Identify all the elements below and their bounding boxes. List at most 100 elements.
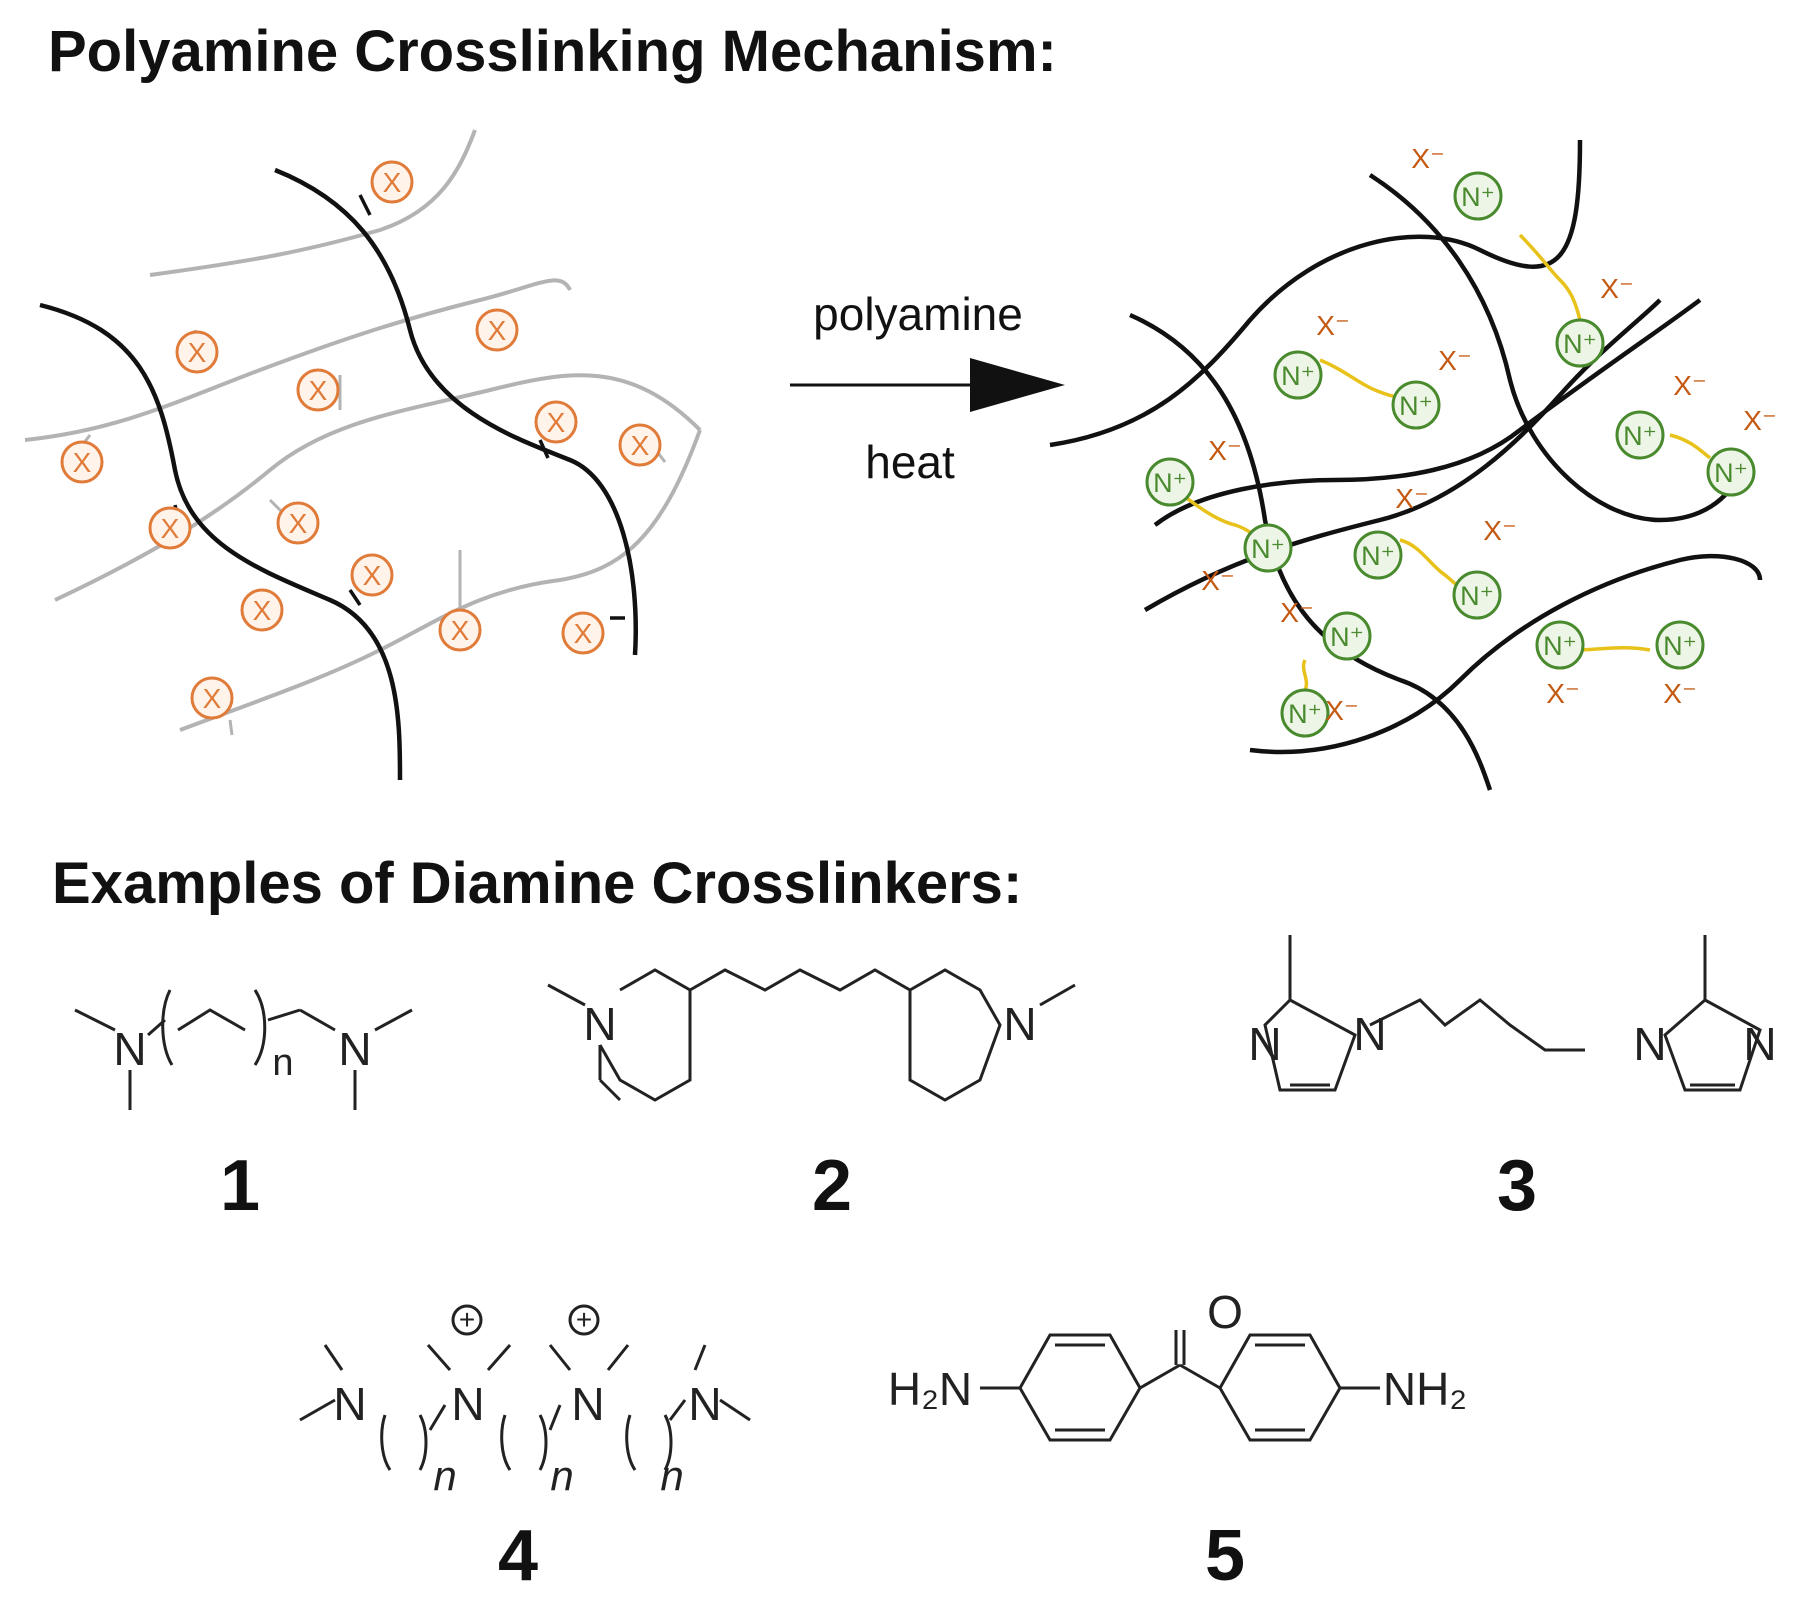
svg-text:N⁺: N⁺ xyxy=(1714,458,1748,488)
leaving-group-14: X xyxy=(190,676,234,720)
compound-2-n-right: N xyxy=(1003,998,1036,1050)
compound-5-label: 5 xyxy=(1205,1516,1245,1596)
svg-text:X: X xyxy=(547,407,566,438)
anion-2: X⁻ xyxy=(1600,273,1633,304)
svg-text:X: X xyxy=(289,508,308,539)
left-network: X X X X X X X X X X X X X X xyxy=(24,129,702,781)
compound-1-n-left: N xyxy=(113,1023,146,1075)
arrow-head xyxy=(970,358,1065,412)
compound-3-n1: N xyxy=(1248,1018,1281,1070)
ammonium-14: N⁺ xyxy=(1280,688,1330,738)
leaving-group-13: X xyxy=(561,611,605,655)
anion-9: X⁻ xyxy=(1483,515,1516,546)
compound-2-n-left: N xyxy=(583,998,616,1050)
anion-14: X⁻ xyxy=(1325,695,1358,726)
anion-13: X⁻ xyxy=(1663,678,1696,709)
anion-6: X⁻ xyxy=(1673,370,1706,401)
ammonium-11: N⁺ xyxy=(1322,611,1372,661)
leaving-group-12: X xyxy=(438,608,482,652)
svg-text:N⁺: N⁺ xyxy=(1543,631,1577,661)
anion-4: X⁻ xyxy=(1438,345,1471,376)
ammonium-groups: N⁺ N⁺ N⁺ N⁺ N⁺ N⁺ N⁺ N⁺ N⁺ N⁺ N⁺ N⁺ N⁺ N⁺ xyxy=(1145,171,1756,738)
anion-1: X⁻ xyxy=(1411,143,1444,174)
leaving-group-5: X xyxy=(60,440,104,484)
compound-5-amine-right: NH₂ xyxy=(1383,1363,1467,1415)
compound-4-n-a: n xyxy=(433,1452,456,1499)
leaving-group-6: X xyxy=(534,400,578,444)
compound-4-n2: N xyxy=(451,1378,484,1430)
svg-text:N⁺: N⁺ xyxy=(1461,182,1495,212)
svg-text:N⁺: N⁺ xyxy=(1251,534,1285,564)
svg-text:N⁺: N⁺ xyxy=(1399,391,1433,421)
compound-4-n3: N xyxy=(571,1378,604,1430)
svg-text:X: X xyxy=(253,595,272,626)
compound-1-repeat-n: n xyxy=(272,1042,293,1084)
leaving-group-1: X xyxy=(370,160,414,204)
anion-11: X⁻ xyxy=(1280,597,1313,628)
compound-5: O H₂N NH₂ xyxy=(888,1286,1467,1442)
anion-12: X⁻ xyxy=(1546,678,1579,709)
compound-1-n-right: N xyxy=(338,1023,371,1075)
ammonium-8: N⁺ xyxy=(1243,523,1293,573)
svg-text:X: X xyxy=(488,315,507,346)
ammonium-6: N⁺ xyxy=(1706,447,1756,497)
svg-text:N⁺: N⁺ xyxy=(1563,329,1597,359)
compound-4-charge-2: + xyxy=(576,1304,592,1335)
ammonium-7: N⁺ xyxy=(1145,457,1195,507)
leaving-group-11: X xyxy=(240,588,284,632)
svg-text:X: X xyxy=(161,513,180,544)
svg-text:X: X xyxy=(73,447,92,478)
svg-text:N⁺: N⁺ xyxy=(1623,421,1657,451)
ammonium-13: N⁺ xyxy=(1655,620,1705,670)
compound-1: N N n xyxy=(74,989,413,1110)
anion-10: X⁻ xyxy=(1201,565,1234,596)
svg-text:X: X xyxy=(188,337,207,368)
diamine-linkers xyxy=(1168,233,1712,714)
compound-4-charge-1: + xyxy=(459,1304,475,1335)
svg-text:X: X xyxy=(451,615,470,646)
svg-text:N⁺: N⁺ xyxy=(1153,468,1187,498)
svg-text:N⁺: N⁺ xyxy=(1460,581,1494,611)
svg-text:N⁺: N⁺ xyxy=(1361,541,1395,571)
ammonium-5: N⁺ xyxy=(1615,410,1665,460)
ammonium-4: N⁺ xyxy=(1391,380,1441,430)
svg-text:N⁺: N⁺ xyxy=(1288,699,1322,729)
compound-4-label: 4 xyxy=(498,1516,538,1596)
anion-7: X⁻ xyxy=(1743,405,1776,436)
leaving-group-7: X xyxy=(618,423,662,467)
arrow-condition: heat xyxy=(865,436,955,488)
svg-text:X: X xyxy=(631,430,650,461)
examples-title: Examples of Diamine Crosslinkers: xyxy=(52,851,1023,916)
ammonium-3: N⁺ xyxy=(1273,350,1323,400)
compound-2-label: 2 xyxy=(812,1146,852,1226)
compound-4-n4: N xyxy=(688,1378,721,1430)
compound-4-n1: N xyxy=(333,1378,366,1430)
ammonium-2: N⁺ xyxy=(1555,318,1605,368)
compound-3-n4: N xyxy=(1743,1018,1776,1070)
compound-3-label: 3 xyxy=(1497,1146,1537,1226)
compound-4-n-c: n xyxy=(660,1452,683,1499)
counter-anions: X⁻ X⁻ X⁻ X⁻ X⁻ X⁻ X⁻ X⁻ X⁻ X⁻ X⁻ X⁻ X⁻ X⁻ xyxy=(1201,143,1776,726)
mechanism-title: Polyamine Crosslinking Mechanism: xyxy=(48,19,1057,84)
compound-5-amine-left: H₂N xyxy=(888,1363,972,1415)
compound-4: N N N N + + n n n xyxy=(299,1304,751,1499)
compound-2: N N xyxy=(547,968,1076,1102)
leaving-group-3: X xyxy=(475,308,519,352)
leaving-group-2: X xyxy=(175,330,219,374)
ammonium-1: N⁺ xyxy=(1453,171,1503,221)
anion-5: X⁻ xyxy=(1208,435,1241,466)
svg-text:X: X xyxy=(309,375,328,406)
svg-text:X: X xyxy=(203,683,222,714)
anion-3: X⁻ xyxy=(1316,310,1349,341)
compound-5-oxygen: O xyxy=(1207,1286,1243,1338)
ammonium-9: N⁺ xyxy=(1353,530,1403,580)
leaving-group-10: X xyxy=(350,553,394,597)
anion-8: X⁻ xyxy=(1395,483,1428,514)
compound-4-n-b: n xyxy=(550,1452,573,1499)
svg-text:X: X xyxy=(383,167,402,198)
compound-3-n3: N xyxy=(1633,1018,1666,1070)
ammonium-12: N⁺ xyxy=(1535,620,1585,670)
compound-3-n2: N xyxy=(1353,1008,1386,1060)
arrow-reagent: polyamine xyxy=(813,288,1023,340)
